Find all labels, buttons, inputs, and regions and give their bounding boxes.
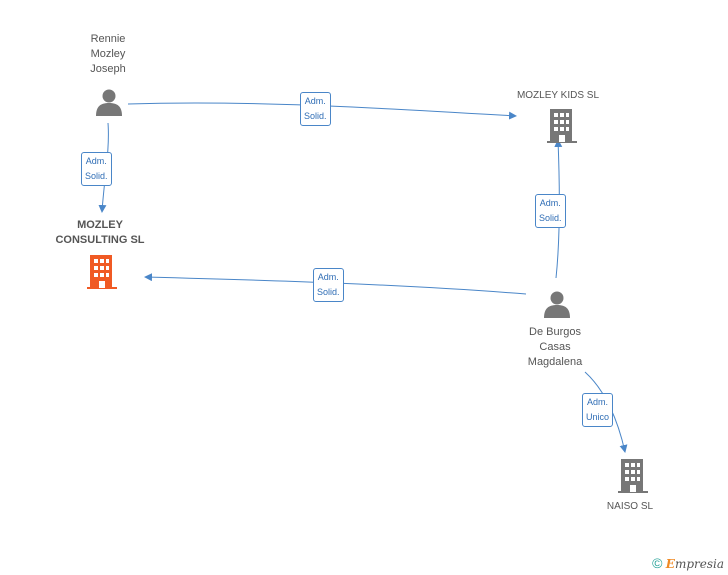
- building-icon[interactable]: [546, 108, 578, 144]
- brand-initial: E: [665, 557, 675, 571]
- company-label-naiso[interactable]: NAISO SL: [606, 501, 654, 512]
- brand-name: mpresia: [674, 557, 724, 571]
- person-name-line: Mozley: [90, 48, 126, 60]
- person-name-line: Casas: [539, 341, 571, 353]
- badge-line: Adm.: [587, 397, 609, 407]
- building-icon[interactable]: [617, 458, 649, 494]
- badge-line: Unico: [586, 412, 610, 422]
- badge-line: Solid.: [317, 287, 340, 297]
- person-icon[interactable]: [543, 290, 571, 318]
- badge-line: Solid.: [539, 213, 562, 223]
- person-name-line: Rennie: [90, 33, 126, 45]
- badge-line: Adm.: [304, 96, 326, 106]
- person-label-rennie[interactable]: Rennie Mozley Joseph: [78, 32, 138, 77]
- company-label-mozley-kids[interactable]: MOZLEY KIDS SL: [516, 90, 600, 101]
- building-icon[interactable]: [86, 254, 118, 290]
- edge-badge-deburgos-naiso[interactable]: Adm. Unico: [582, 393, 614, 427]
- company-name-line: CONSULTING SL: [55, 234, 145, 246]
- empresia-brand: © Empresia: [652, 555, 724, 571]
- badge-line: Solid.: [304, 111, 327, 121]
- person-name-line: Magdalena: [527, 356, 583, 368]
- company-label-mozley-consulting[interactable]: MOZLEY CONSULTING SL: [45, 218, 155, 248]
- edge-badge-rennie-kids[interactable]: Adm. Solid.: [300, 92, 331, 126]
- badge-line: Adm.: [539, 198, 561, 208]
- edge-badge-rennie-consulting[interactable]: Adm. Solid.: [81, 152, 112, 186]
- company-name-line: MOZLEY: [77, 219, 123, 231]
- edge-badge-deburgos-consulting[interactable]: Adm. Solid.: [313, 268, 344, 302]
- person-label-deburgos[interactable]: De Burgos Casas Magdalena: [515, 325, 595, 370]
- person-icon[interactable]: [95, 88, 123, 116]
- person-name-line: De Burgos: [529, 326, 581, 338]
- edge-badge-deburgos-kids[interactable]: Adm. Solid.: [535, 194, 566, 228]
- copyright-icon: ©: [652, 555, 663, 571]
- badge-line: Solid.: [85, 171, 108, 181]
- badge-line: Adm.: [317, 272, 339, 282]
- badge-line: Adm.: [85, 156, 107, 166]
- person-name-line: Joseph: [90, 63, 126, 75]
